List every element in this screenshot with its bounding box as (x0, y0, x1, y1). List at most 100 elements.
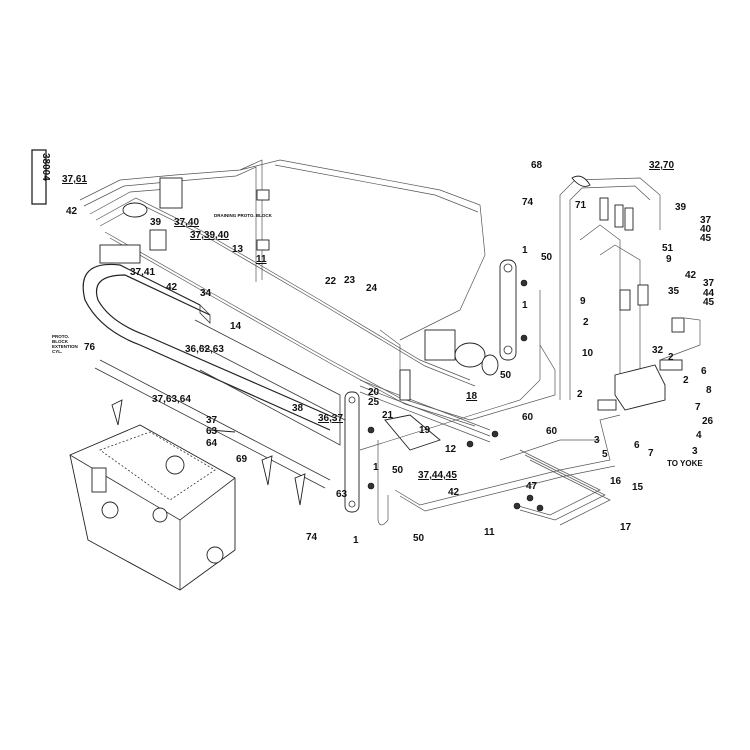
callout-label: 45 (703, 297, 715, 308)
callout-label: 14 (230, 321, 242, 332)
vertical-hoses-right (559, 175, 661, 400)
callout-label: 9 (666, 254, 672, 265)
callout-label: 51 (662, 243, 674, 254)
callout-label: 37 (206, 415, 218, 426)
callout-label: 50 (500, 370, 512, 381)
callout-label: 42 (66, 206, 78, 217)
callout-label: 63 (206, 426, 218, 437)
callout-label: 37,44,45 (418, 470, 457, 481)
callout-label: 11 (256, 254, 267, 265)
callout-label: 2 (577, 389, 583, 400)
callout-label: 64 (206, 438, 218, 449)
callout-label: 12 (445, 444, 457, 455)
callout-label: 16 (610, 476, 622, 487)
callout-label: 17 (620, 522, 632, 533)
callout-label: 37,61 (62, 174, 87, 185)
mounting-brackets (111, 399, 306, 506)
note-draining-proto-block: DRAINING PROTO. BLOCK (214, 213, 273, 218)
callout-label: 15 (632, 482, 644, 493)
callout-label: 37,63,64 (152, 394, 191, 405)
callout-label: 44 (703, 288, 715, 299)
valve-block-top (99, 177, 270, 264)
callout-label: 74 (522, 197, 534, 208)
callout-label: 2 (583, 317, 589, 328)
callout-label: 47 (526, 481, 538, 492)
callout-label: 60 (546, 426, 558, 437)
lower-hose-bundle (394, 414, 621, 526)
callout-label: 7 (695, 402, 701, 413)
callout-label: 50 (413, 533, 425, 544)
callout-label: 42 (448, 487, 460, 498)
pump-motor (424, 329, 499, 376)
callout-label: 22 (325, 276, 337, 287)
callout-label: 36,37 (318, 413, 343, 424)
callout-label: 74 (306, 532, 318, 543)
cable-carrier-chain (82, 263, 336, 431)
drawing-number-box: 38004 (31, 149, 51, 205)
callout-label: 39 (150, 217, 162, 228)
callout-label: 18 (466, 391, 478, 402)
callout-label: 10 (582, 348, 594, 359)
chain-trough (94, 319, 346, 489)
extension-cylinder-left (344, 391, 389, 526)
callout-label: 37 (700, 215, 712, 226)
callout-label: 35 (668, 286, 680, 297)
callout-label: 21 (382, 410, 394, 421)
callout-label: 68 (531, 160, 543, 171)
drawing-number: 38004 (40, 153, 51, 181)
callout-label: 63 (336, 489, 348, 500)
callout-label: 4 (696, 430, 702, 441)
callout-label: 40 (700, 224, 712, 235)
callout-label: 1 (373, 462, 379, 473)
callout-label: 50 (541, 252, 553, 263)
callout-label: 69 (236, 454, 248, 465)
callout-label: 25 (368, 397, 380, 408)
callout-label: 26 (702, 416, 714, 427)
callout-label: 37,41 (130, 267, 155, 278)
callout-label: 7 (648, 448, 654, 459)
boom-hoses (359, 369, 499, 451)
callout-label: 24 (366, 283, 378, 294)
callout-label: 3 (594, 435, 600, 446)
callout-label: 5 (602, 449, 608, 460)
callout-label: 3 (692, 446, 698, 457)
callout-label: 6 (701, 366, 707, 377)
callout-label: 36,62,63 (185, 344, 224, 355)
hydraulic-tank (69, 424, 236, 591)
callout-label: 45 (700, 233, 712, 244)
callout-label: 60 (522, 412, 534, 423)
callout-label: 32 (652, 345, 664, 356)
callout-label: 23 (344, 275, 356, 286)
callout-label: 9 (580, 296, 586, 307)
callout-label: 2 (683, 375, 689, 386)
callout-label: 2 (668, 352, 674, 363)
callout-label: 20 (368, 387, 380, 398)
note-proto-block-extension-cyl: PROTO. BLOCK EXTENTION CYL. (52, 334, 78, 354)
callout-label: 42 (685, 270, 697, 281)
callout-label: 1 (353, 535, 359, 546)
callout-label: 8 (706, 385, 712, 396)
callout-label: 34 (200, 288, 212, 299)
callout-label: 38 (292, 403, 304, 414)
callout-label: 42 (166, 282, 178, 293)
callout-label: 37 (703, 278, 715, 289)
callout-label: 37,40 (174, 217, 199, 228)
callout-label: 39 (675, 202, 687, 213)
callout-label: 32,70 (649, 160, 674, 171)
callout-label: 6 (634, 440, 640, 451)
upper-hose-loop (79, 159, 486, 427)
callout-label: 13 (232, 244, 244, 255)
note-to-yoke: TO YOKE (667, 459, 703, 468)
callout-label: 37,39,40 (190, 230, 229, 241)
callout-label: 11 (484, 527, 495, 538)
callout-label: 50 (392, 465, 404, 476)
callout-label: 19 (419, 425, 431, 436)
callout-label: 76 (84, 342, 96, 353)
callout-label: 1 (522, 300, 528, 311)
extension-cylinder-right (359, 259, 556, 451)
callout-label: 1 (522, 245, 528, 256)
callout-label: 71 (575, 200, 587, 211)
